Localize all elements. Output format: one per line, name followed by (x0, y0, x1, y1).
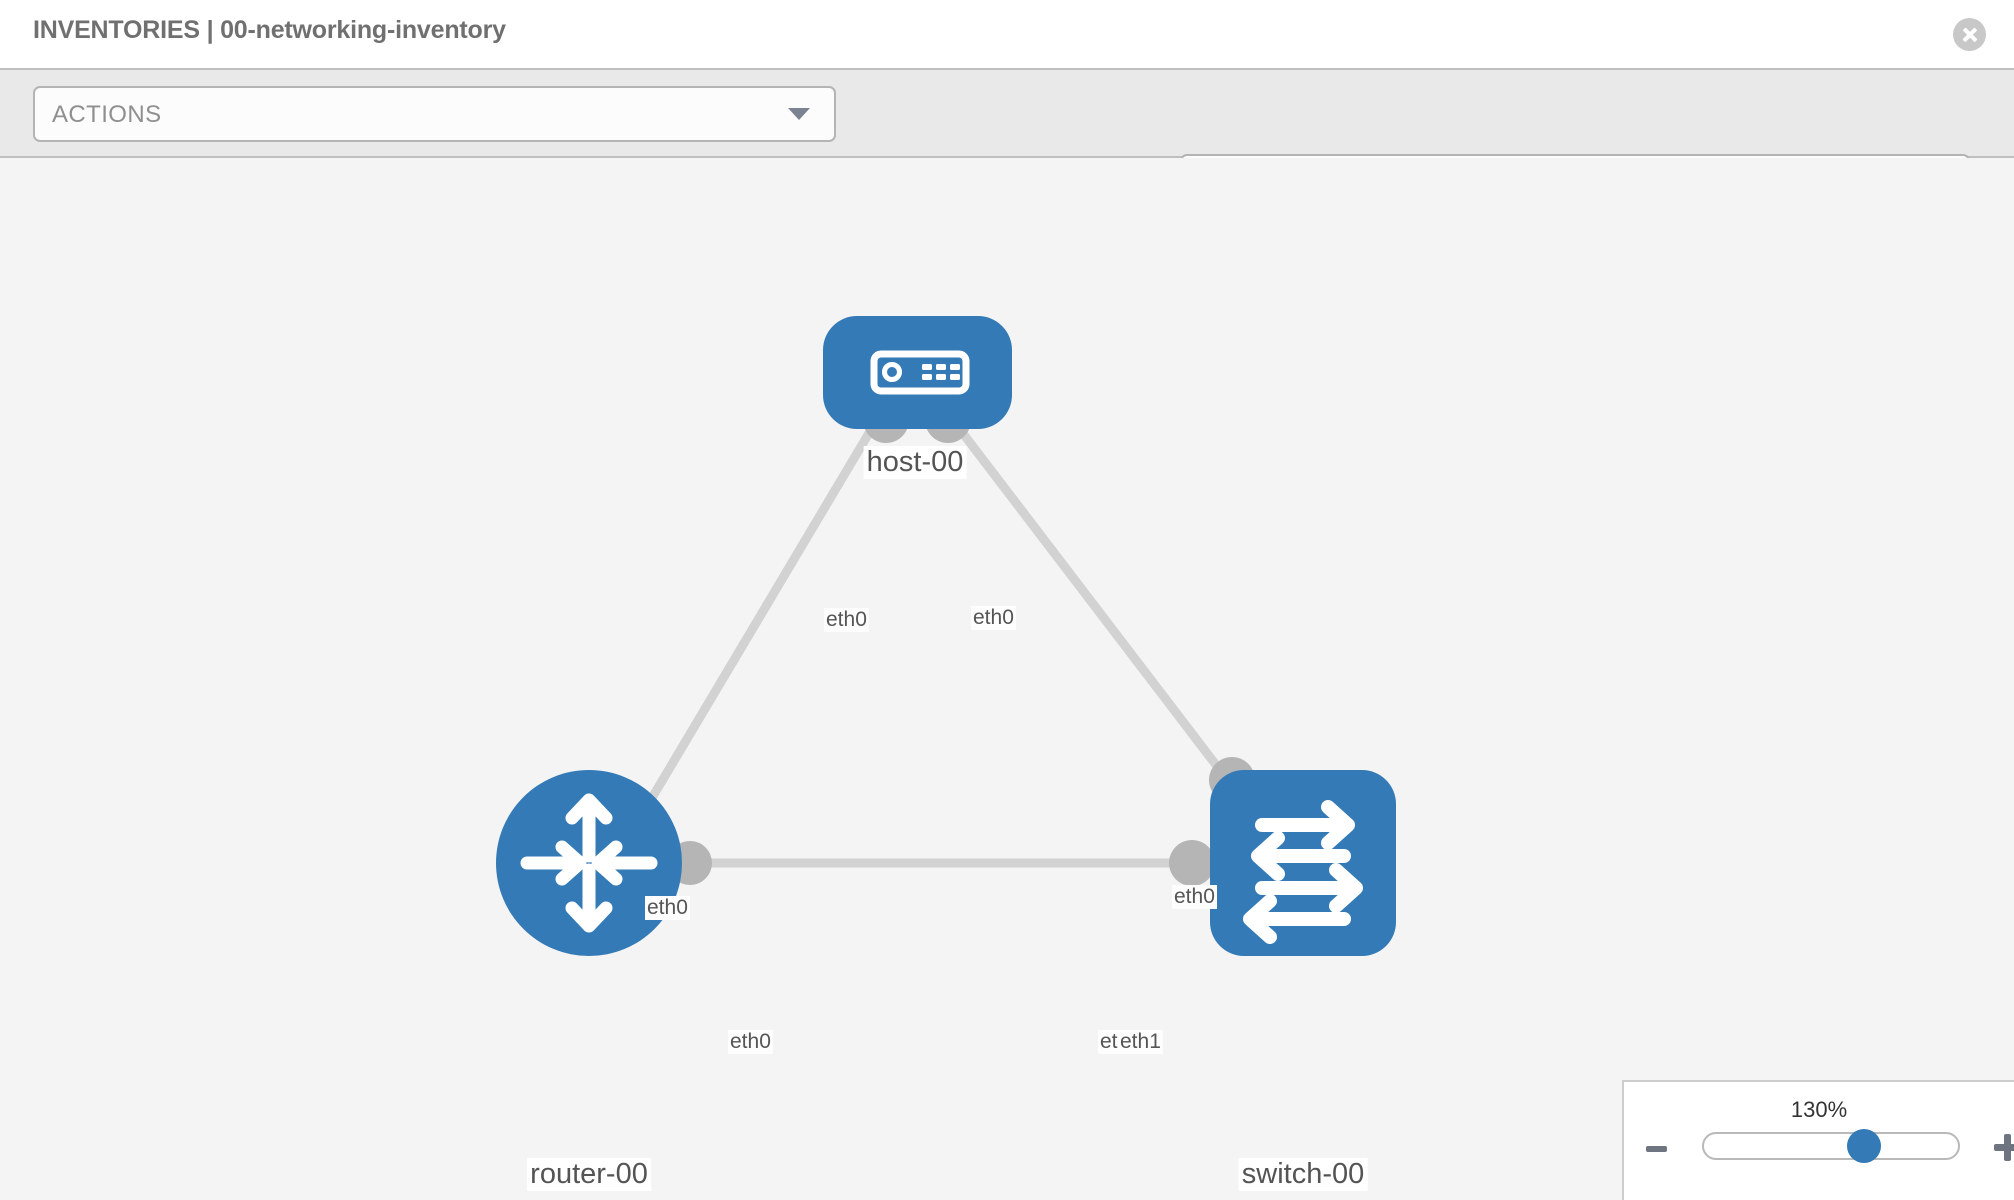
iface-label: eth0 (1172, 885, 1217, 909)
topology-canvas[interactable]: host-00 router-00 switch-00 eth0 eth0 et… (0, 158, 2014, 1200)
node-host-00[interactable] (823, 316, 1012, 429)
actions-dropdown-label: ACTIONS (52, 101, 162, 128)
iface-label: eth1 (1118, 1030, 1163, 1054)
link-host-switch (950, 418, 1250, 808)
toolbar: ACTIONS SEARCH (0, 68, 2014, 210)
chevron-down-icon (788, 108, 810, 120)
port-switch-left (1169, 840, 1215, 886)
topology-graph (496, 316, 1396, 956)
node-router-00[interactable] (496, 770, 682, 956)
actions-dropdown[interactable]: ACTIONS (33, 86, 836, 142)
zoom-slider-thumb[interactable] (1847, 1129, 1882, 1163)
zoom-slider[interactable] (1702, 1129, 1960, 1163)
minus-icon (1646, 1146, 1667, 1152)
node-label-router-00: router-00 (527, 1158, 651, 1191)
iface-label: eth0 (824, 608, 869, 632)
node-label-host-00: host-00 (863, 446, 967, 479)
node-label-switch-00: switch-00 (1238, 1158, 1368, 1191)
node-switch-00[interactable] (1210, 770, 1396, 956)
iface-label: eth0 (728, 1030, 773, 1054)
plus-icon-v (2004, 1134, 2011, 1161)
zoom-level-text: 130% (1790, 1097, 1848, 1122)
close-icon[interactable] (1953, 18, 1986, 51)
page-header: INVENTORIES | 00-networking-inventory (0, 0, 2014, 68)
page-title: INVENTORIES | 00-networking-inventory (33, 16, 506, 44)
link-host-router (635, 418, 880, 823)
iface-label: eth0 (971, 606, 1016, 630)
iface-label: eth0 (645, 896, 690, 920)
zoom-control-panel: 130% (1622, 1080, 2014, 1200)
